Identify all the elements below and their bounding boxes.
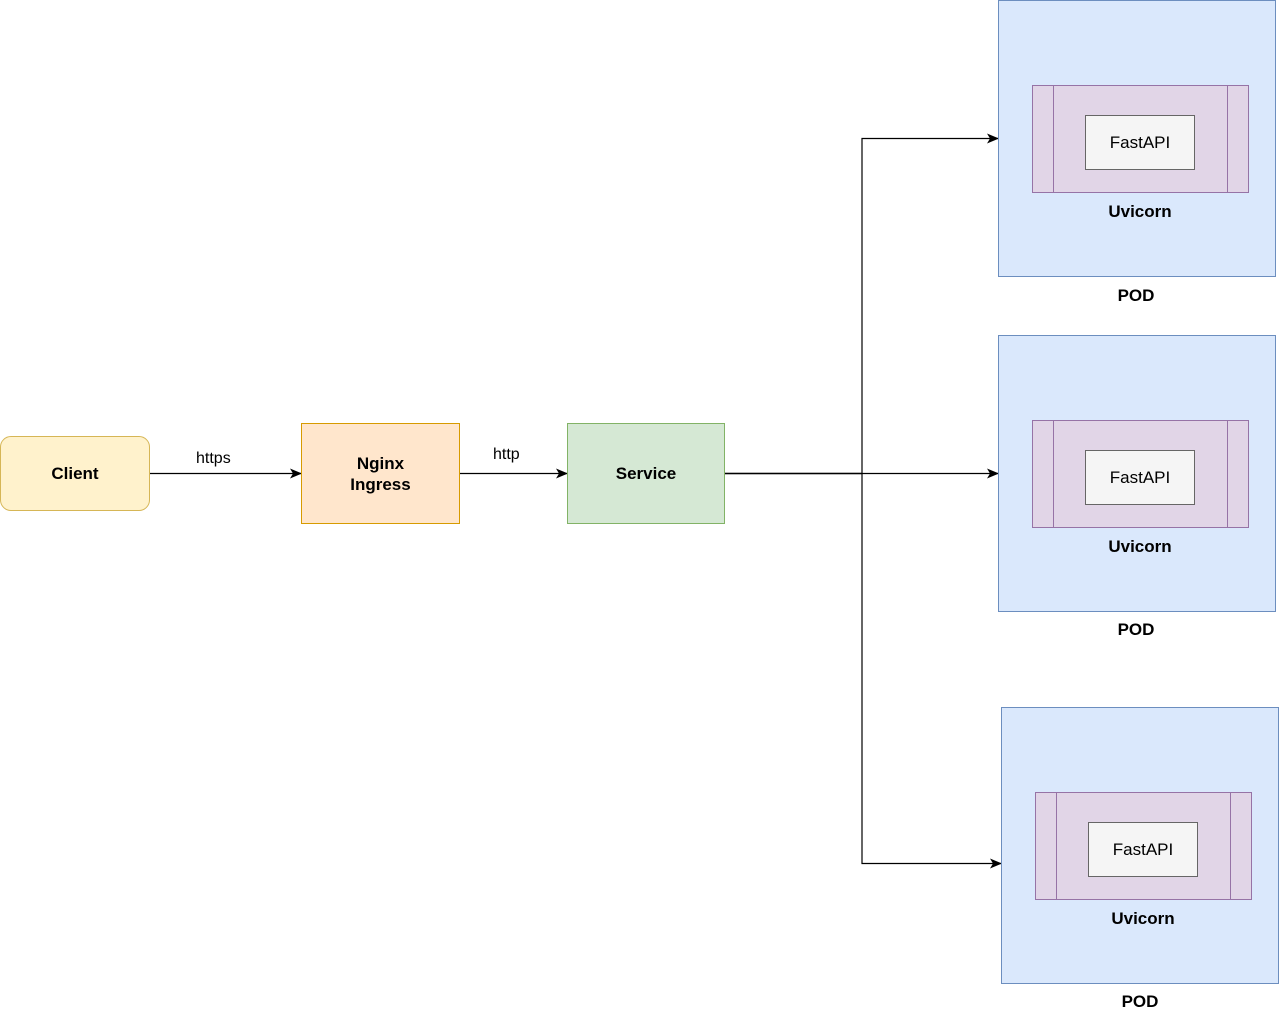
pod-node[interactable]: FastAPI Uvicorn [998, 335, 1276, 612]
process-bar-right [1230, 793, 1231, 899]
pod-node[interactable]: FastAPI Uvicorn [1001, 707, 1279, 984]
fastapi-label: FastAPI [1112, 839, 1174, 859]
pod-label: POD [1117, 286, 1155, 305]
edge-service-pod-1 [725, 133, 999, 475]
pod-label: POD [1117, 620, 1155, 639]
fastapi-app[interactable]: FastAPI [1085, 115, 1195, 170]
uvicorn-process[interactable]: FastAPI [1032, 85, 1249, 193]
process-bar-right [1227, 86, 1228, 192]
client-node[interactable]: Client [0, 436, 150, 511]
edge-service-pod-3 [725, 472, 1002, 869]
fastapi-label: FastAPI [1109, 467, 1171, 487]
fastapi-app[interactable]: FastAPI [1088, 822, 1198, 877]
client-label: Client [51, 464, 99, 483]
pod-label: POD [1121, 992, 1159, 1011]
ingress-label: Nginx Ingress [350, 453, 410, 495]
fastapi-app[interactable]: FastAPI [1085, 450, 1195, 505]
edge-label-http: http [493, 446, 520, 463]
pod-node[interactable]: FastAPI Uvicorn [998, 0, 1276, 277]
ingress-label-line2: Ingress [350, 474, 411, 494]
process-bar-left [1053, 421, 1054, 527]
uvicorn-label: Uvicorn [1108, 537, 1172, 556]
uvicorn-label: Uvicorn [1111, 909, 1175, 928]
uvicorn-process[interactable]: FastAPI [1035, 792, 1252, 900]
process-bar-left [1053, 86, 1054, 192]
uvicorn-process[interactable]: FastAPI [1032, 420, 1249, 528]
uvicorn-label: Uvicorn [1108, 202, 1172, 221]
nginx-ingress-node[interactable]: Nginx Ingress [301, 423, 460, 524]
service-label: Service [615, 464, 677, 483]
process-bar-right [1227, 421, 1228, 527]
service-node[interactable]: Service [567, 423, 725, 524]
edge-label-https: https [196, 450, 231, 467]
ingress-label-line1: Nginx [356, 453, 405, 473]
fastapi-label: FastAPI [1109, 132, 1171, 152]
process-bar-left [1056, 793, 1057, 899]
